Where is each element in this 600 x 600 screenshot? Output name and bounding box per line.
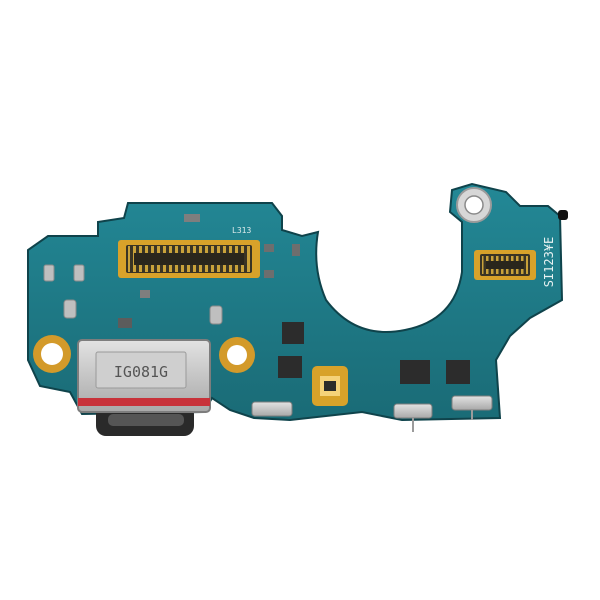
left-mounting-hole [33, 335, 71, 373]
right-mounting-hole [219, 337, 255, 373]
silk-label-top: L313 [232, 226, 251, 235]
bottom-contact-springs [251, 395, 493, 432]
silkscreen-marking: SI123¥E [542, 237, 556, 288]
antenna-tip [558, 210, 568, 220]
main-flex-connector [118, 240, 260, 278]
microphone-module [312, 366, 348, 406]
left-contact-pads [43, 264, 223, 325]
usb-c-port: IG081G [77, 339, 211, 436]
antenna-screw-hole [456, 187, 492, 223]
connector-marking: IG081G [114, 363, 168, 381]
smd-components [118, 214, 470, 384]
secondary-flex-connector [474, 250, 536, 280]
